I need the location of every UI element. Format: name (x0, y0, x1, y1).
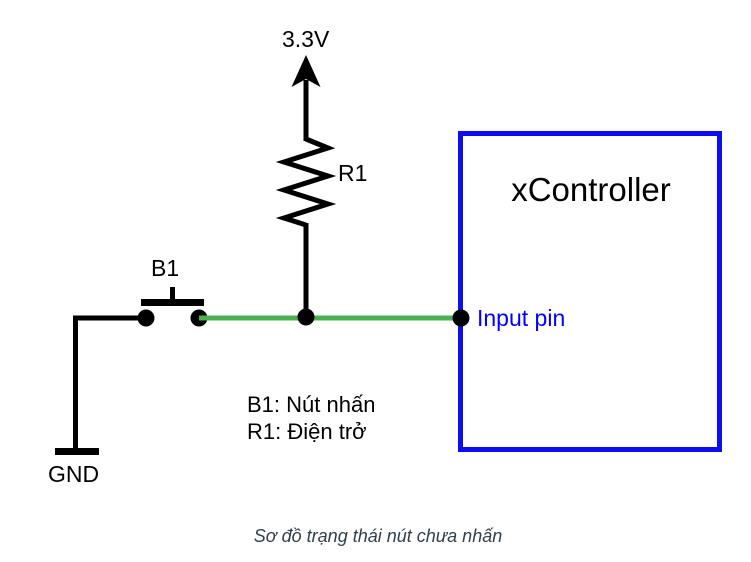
legend-line-resistor: R1: Điện trở (247, 419, 367, 444)
power-arrow-icon (291, 55, 321, 141)
power-arrow-head (291, 55, 321, 87)
pushbutton-icon (137, 287, 208, 327)
legend-line-button: B1: Nút nhấn (247, 392, 375, 417)
button-to-ground-wire (73, 315, 146, 450)
resistor-label: R1 (338, 160, 367, 186)
controller-box-outline (458, 131, 722, 452)
resistor-zigzag (275, 136, 337, 228)
ground-branch (55, 315, 146, 455)
resistor-icon (275, 136, 337, 318)
ground-label: GND (48, 461, 99, 487)
figure-caption: Sơ đồ trạng thái nút chưa nhấn (254, 526, 502, 546)
input-pin-dot (452, 309, 470, 327)
button-label: B1 (151, 255, 179, 281)
junction-dot (297, 308, 315, 326)
supply-voltage-label: 3.3V (282, 26, 330, 52)
controller-label: xController (511, 171, 671, 208)
controller-block: xController (458, 131, 722, 452)
input-pin-label: Input pin (477, 305, 565, 331)
legend: B1: Nút nhấn R1: Điện trở (247, 392, 375, 444)
